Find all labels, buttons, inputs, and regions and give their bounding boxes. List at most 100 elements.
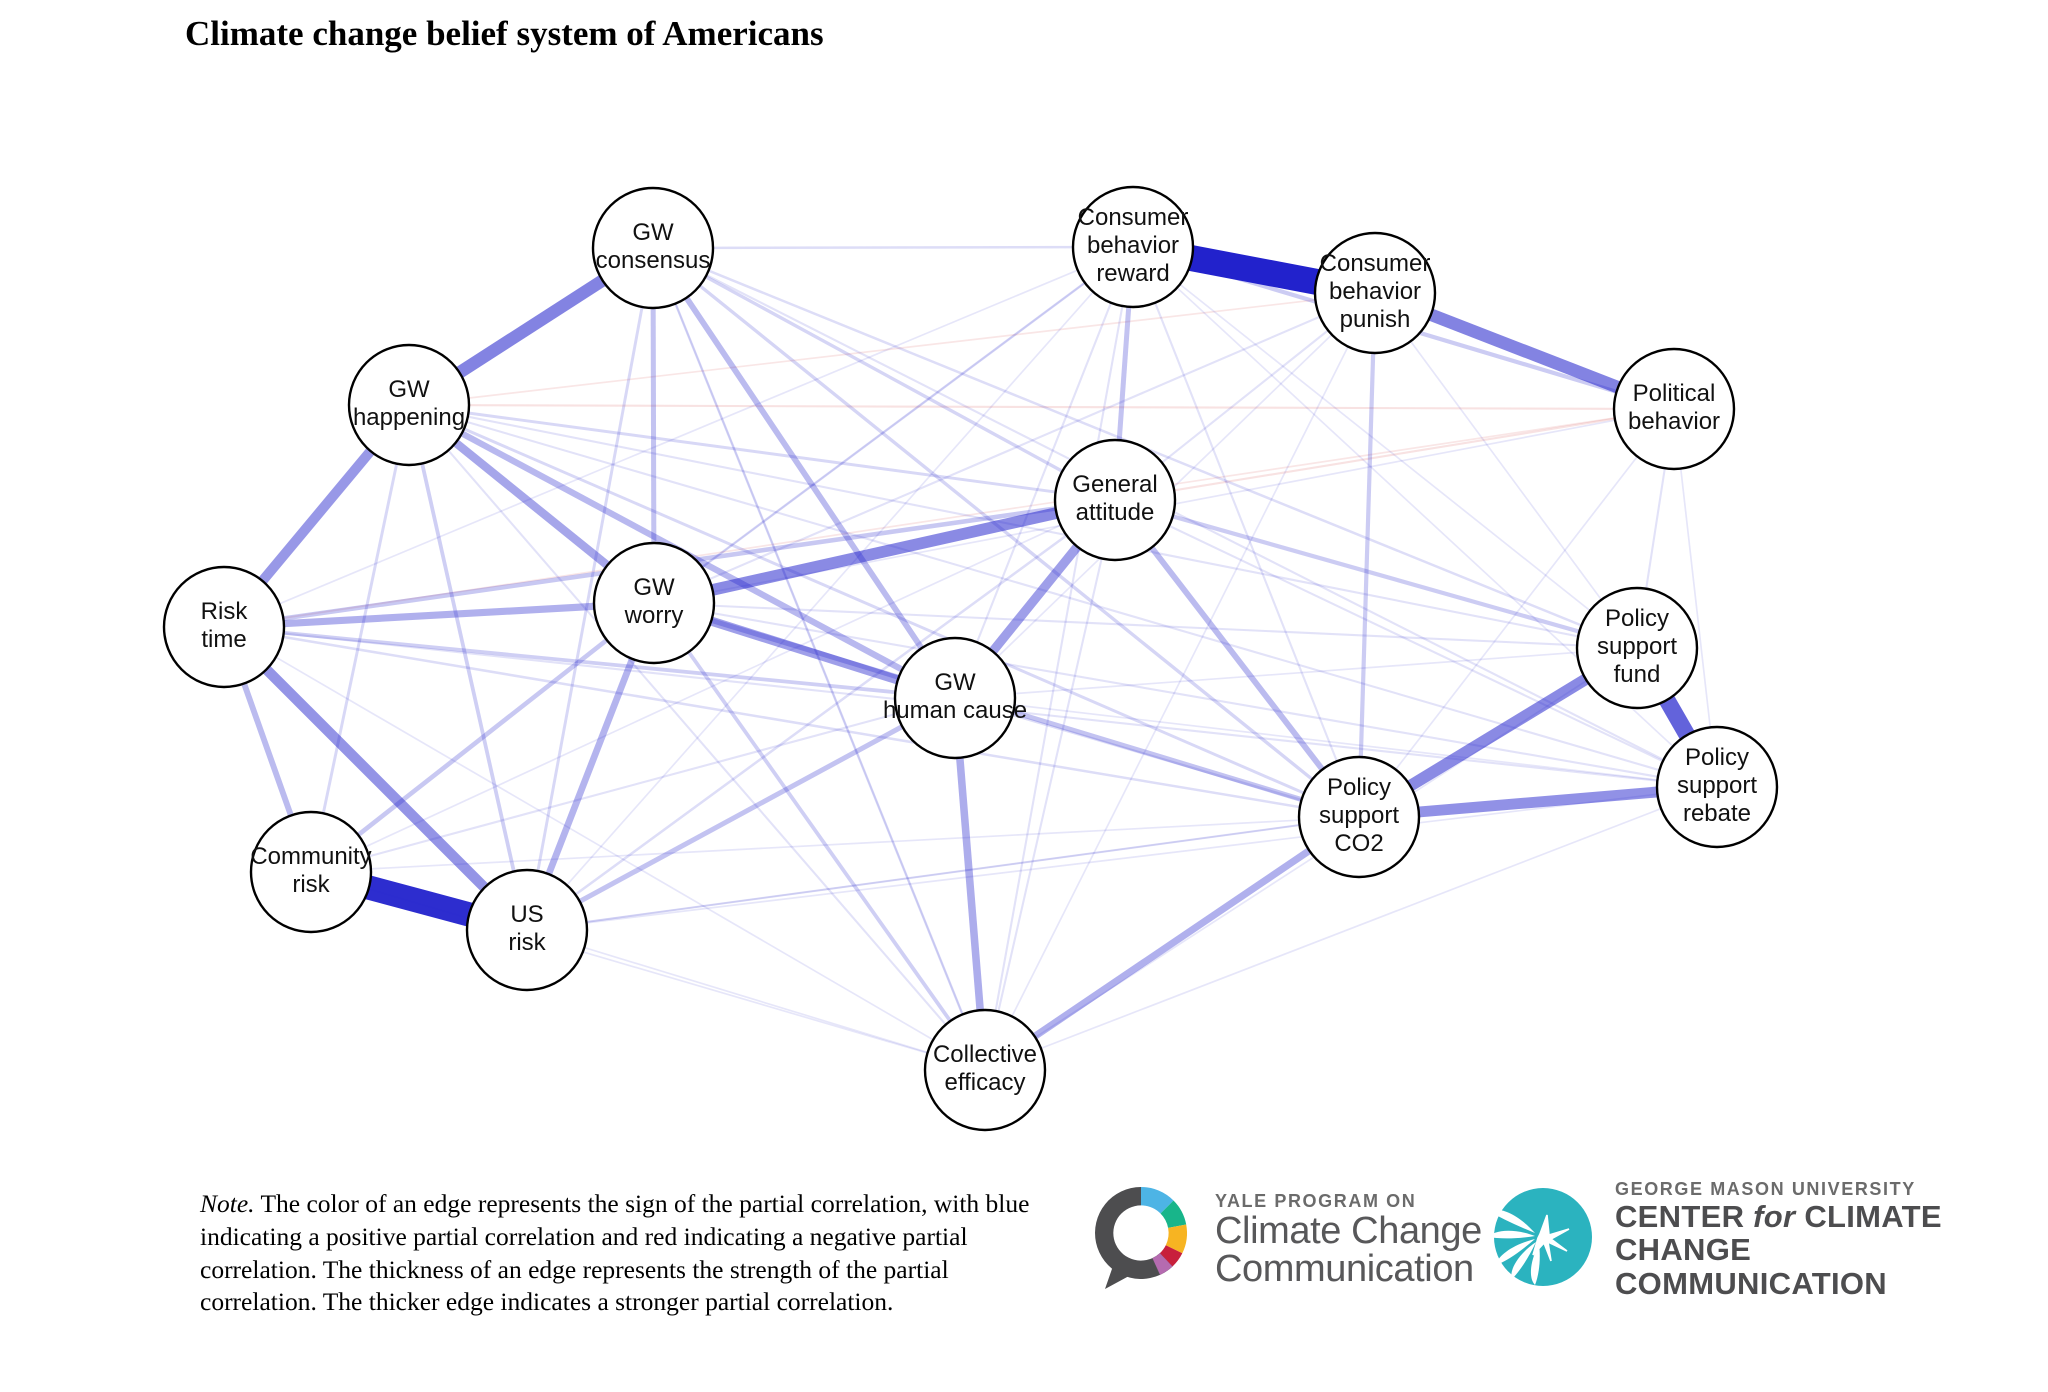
- network-edge: [1114, 407, 1675, 502]
- gmu-logo-text: GEORGE MASON UNIVERSITY CENTER for CLIMA…: [1615, 1179, 2025, 1300]
- network-edge: [223, 246, 1134, 628]
- network-edge: [1356, 292, 1378, 818]
- node-circle[interactable]: [893, 636, 1017, 760]
- network-edge: [652, 246, 1116, 502]
- network-edge: [1673, 408, 1718, 788]
- network-edge: [526, 246, 1134, 931]
- gmu-logo-line1: CENTER for CLIMATE CHANGE: [1615, 1198, 2025, 1268]
- network-edge: [954, 246, 1134, 699]
- network-edge: [652, 601, 987, 1072]
- network-edge: [954, 697, 1718, 788]
- gmu-center-word: CENTER: [1615, 1198, 1754, 1234]
- network-edge: [408, 403, 1718, 789]
- network-edge: [984, 786, 1718, 1071]
- yale-donut-icon: [1095, 1187, 1188, 1289]
- network-edge: [983, 814, 1361, 1073]
- node-circle[interactable]: [465, 868, 589, 992]
- node-circle[interactable]: [249, 810, 373, 934]
- network-edge: [1114, 497, 1638, 651]
- network-edge: [1132, 246, 1360, 818]
- gmu-logo-line2: COMMUNICATION: [1615, 1265, 1887, 1301]
- yale-logo-line1: Climate Change: [1215, 1209, 1482, 1252]
- network-edge: [408, 404, 986, 1071]
- yale-logo-text: YALE PROGRAM ON Climate Change Communica…: [1215, 1191, 1482, 1289]
- network-edge: [526, 816, 1360, 931]
- network-edge: [652, 247, 1718, 788]
- network-edge: [310, 499, 1116, 873]
- node-circle[interactable]: [347, 343, 471, 467]
- network-edge: [309, 601, 656, 874]
- network-edge: [1374, 292, 1638, 649]
- node-circle[interactable]: [1053, 438, 1177, 562]
- network-edge: [653, 246, 1134, 604]
- network-edge: [310, 696, 956, 874]
- network-edge: [652, 494, 1117, 609]
- network-edge: [954, 647, 1638, 699]
- network-edge: [223, 599, 655, 631]
- node-circle[interactable]: [1575, 586, 1699, 710]
- network-edge: [951, 697, 989, 1071]
- network-edge: [526, 786, 1718, 931]
- node-circle[interactable]: [1612, 347, 1736, 471]
- network-edge: [650, 246, 958, 700]
- network-edge: [526, 815, 1360, 932]
- network-edge: [653, 601, 1718, 789]
- network-edge: [651, 247, 987, 1071]
- node-circle[interactable]: [1071, 185, 1195, 309]
- logo-row-container: YALE PROGRAM ON Climate Change Communica…: [1085, 1175, 2025, 1315]
- network-edge: [407, 404, 529, 931]
- network-edge: [525, 695, 957, 933]
- node-circle[interactable]: [162, 565, 286, 689]
- node-circle[interactable]: [1655, 725, 1779, 849]
- network-edge: [1112, 498, 1362, 819]
- network-edge: [651, 246, 1361, 819]
- network-edge: [653, 601, 1638, 650]
- network-edge: [653, 245, 1134, 605]
- network-edge: [223, 408, 1675, 628]
- node-circle[interactable]: [1297, 755, 1421, 879]
- network-edge: [983, 246, 1135, 1071]
- network-edge: [653, 292, 1376, 604]
- gmu-center-logo: GEORGE MASON UNIVERSITY CENTER for CLIMA…: [1485, 1179, 2025, 1300]
- node-circle[interactable]: [592, 541, 716, 665]
- node-circle[interactable]: [591, 186, 715, 310]
- node-circle[interactable]: [923, 1008, 1047, 1132]
- gmu-climate-change-words: CLIMATE CHANGE: [1615, 1198, 1942, 1268]
- note-text: The color of an edge represents the sign…: [200, 1189, 1030, 1317]
- figure-note: Note. The color of an edge represents th…: [200, 1188, 1055, 1319]
- yale-program-logo: YALE PROGRAM ON Climate Change Communica…: [1085, 1179, 1482, 1301]
- network-edge: [1114, 499, 1718, 788]
- network-edge: [223, 625, 956, 700]
- yale-logo-line2: Communication: [1215, 1248, 1474, 1291]
- yale-logo-kicker: YALE PROGRAM ON: [1215, 1190, 1417, 1211]
- node-circle[interactable]: [1313, 231, 1437, 355]
- page-title: Climate change belief system of American…: [185, 14, 824, 53]
